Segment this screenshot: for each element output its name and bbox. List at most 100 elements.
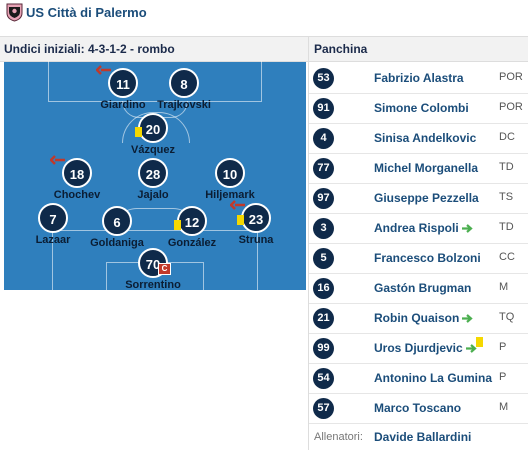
bench-player-position: M (499, 281, 509, 293)
player-name: González (167, 237, 217, 249)
bench-player-position: TD (499, 221, 514, 233)
bench-player-name[interactable]: Uros Djurdjevic (374, 341, 478, 355)
team-header: US Città di Palermo (0, 0, 528, 34)
coach-label: Allenatori: (314, 431, 363, 443)
yellow-card-icon (174, 220, 181, 230)
bench-player-name[interactable]: Robin Quaison (374, 311, 474, 325)
bench-player-number: 54 (313, 368, 334, 389)
bench-player-name[interactable]: Michel Morganella (374, 161, 479, 175)
player-number: 8 (169, 68, 199, 98)
sub-in-arrow-icon (462, 314, 474, 324)
bench-row: 54 Antonino La Gumina P (309, 363, 528, 394)
bench-player-number: 21 (313, 308, 334, 329)
bench-row: 16 Gastón Brugman M (309, 273, 528, 304)
bench-player-number: 4 (313, 128, 334, 149)
bench-player-number: 97 (313, 188, 334, 209)
bench-player-position: TQ (499, 311, 515, 323)
bench-player-name[interactable]: Sinisa Andelkovic (374, 131, 477, 145)
bench-row: 4 Sinisa Andelkovic DC (309, 123, 528, 154)
player-number: 23 (241, 203, 271, 233)
player-name: Trajkovski (157, 99, 211, 111)
player-name: Jajalo (137, 189, 169, 201)
player-number: 7 (38, 203, 68, 233)
bench-player-position: TS (499, 191, 514, 203)
player-name: Chochev (53, 189, 101, 201)
player-hiljemark[interactable]: 10 Hiljemark (190, 158, 270, 201)
player-name: Hiljemark (205, 189, 255, 201)
player-name: Lazaar (35, 234, 71, 246)
bench-player-number: 77 (313, 158, 334, 179)
player-vazquez[interactable]: 20 Vázquez (113, 113, 193, 156)
sub-out-arrow-icon (96, 65, 111, 75)
bench-row: 53 Fabrizio Alastra POR (309, 63, 528, 94)
player-trajkovski[interactable]: 8 Trajkovski (144, 68, 224, 111)
bench-player-name[interactable]: Andrea Rispoli (374, 221, 474, 235)
player-struna[interactable]: 23 Struna (216, 203, 296, 246)
bench-player-position: M (499, 401, 509, 413)
bench-row: 5 Francesco Bolzoni CC (309, 243, 528, 274)
player-goldaniga[interactable]: 6 Goldaniga (77, 206, 157, 249)
palermo-crest-icon (6, 3, 23, 22)
lineup-header: Undici iniziali: 4-3-1-2 - rombo (0, 36, 308, 62)
player-giardino[interactable]: 11 Giardino (83, 68, 163, 111)
player-jajalo[interactable]: 28 Jajalo (113, 158, 193, 201)
bench-player-position: POR (499, 71, 523, 83)
bench-player-number: 16 (313, 278, 334, 299)
sub-in-arrow-icon (465, 344, 477, 354)
bench-player-name-text: Uros Djurdjevic (374, 341, 463, 355)
captain-badge: C (158, 263, 171, 275)
bench-player-number: 53 (313, 68, 334, 89)
player-name: Goldaniga (90, 237, 144, 249)
column-divider (308, 36, 309, 450)
player-chochev[interactable]: 18 Chochev (37, 158, 117, 201)
sub-in-arrow-icon (461, 224, 473, 234)
bench-player-position: POR (499, 101, 523, 113)
bench-player-position: TD (499, 161, 514, 173)
player-number: 10 (215, 158, 245, 188)
player-number: 28 (138, 158, 168, 188)
bench-player-name-text: Andrea Rispoli (374, 221, 459, 235)
yellow-card-icon (237, 215, 244, 225)
coach-name[interactable]: Davide Ballardini (374, 430, 472, 444)
player-name: Struna (238, 234, 274, 246)
pitch-bottom-box (52, 230, 258, 291)
player-lazaar[interactable]: 7 Lazaar (13, 203, 93, 246)
bench-player-position: CC (499, 251, 515, 263)
formation-label: Undici iniziali: 4-3-1-2 - rombo (4, 42, 175, 56)
bench-player-name[interactable]: Fabrizio Alastra (374, 71, 464, 85)
team-name[interactable]: US Città di Palermo (26, 5, 147, 20)
yellow-card-icon (135, 127, 142, 137)
coach-row: Allenatori: Davide Ballardini (309, 424, 528, 450)
sub-out-arrow-icon (230, 200, 245, 210)
player-number: 11 (108, 68, 138, 98)
bench-header: Panchina (309, 36, 528, 62)
player-sorrentino[interactable]: 70 Sorrentino (113, 248, 193, 291)
bench-row: 91 Simone Colombi POR (309, 93, 528, 124)
bench-player-name[interactable]: Simone Colombi (374, 101, 469, 115)
bench-player-position: P (499, 341, 507, 353)
player-name: Giardino (100, 99, 146, 111)
player-number: 12 (177, 206, 207, 236)
bench-player-name[interactable]: Antonino La Gumina (374, 371, 492, 385)
bench-row: 99 Uros Djurdjevic P (309, 333, 528, 364)
player-gonzalez[interactable]: 12 González (152, 206, 232, 249)
bench-player-number: 3 (313, 218, 334, 239)
bench-row: 57 Marco Toscano M (309, 393, 528, 424)
bench-player-name[interactable]: Marco Toscano (374, 401, 462, 415)
bench-row: 97 Giuseppe Pezzella TS (309, 183, 528, 214)
bench-player-name[interactable]: Francesco Bolzoni (374, 251, 481, 265)
bench-player-name[interactable]: Gastón Brugman (374, 281, 472, 295)
bench-row: 3 Andrea Rispoli TD (309, 213, 528, 244)
player-number: 20 (138, 113, 168, 143)
bench-player-number: 57 (313, 398, 334, 419)
player-name: Sorrentino (125, 279, 181, 291)
bench-player-number: 5 (313, 248, 334, 269)
player-name: Vázquez (130, 144, 175, 156)
bench-player-name[interactable]: Giuseppe Pezzella (374, 191, 479, 205)
bench-player-number: 91 (313, 98, 334, 119)
yellow-card-icon (476, 337, 483, 347)
bench-player-number: 99 (313, 338, 334, 359)
player-number: 18 (62, 158, 92, 188)
bench-row: 21 Robin Quaison TQ (309, 303, 528, 334)
player-number: 6 (102, 206, 132, 236)
